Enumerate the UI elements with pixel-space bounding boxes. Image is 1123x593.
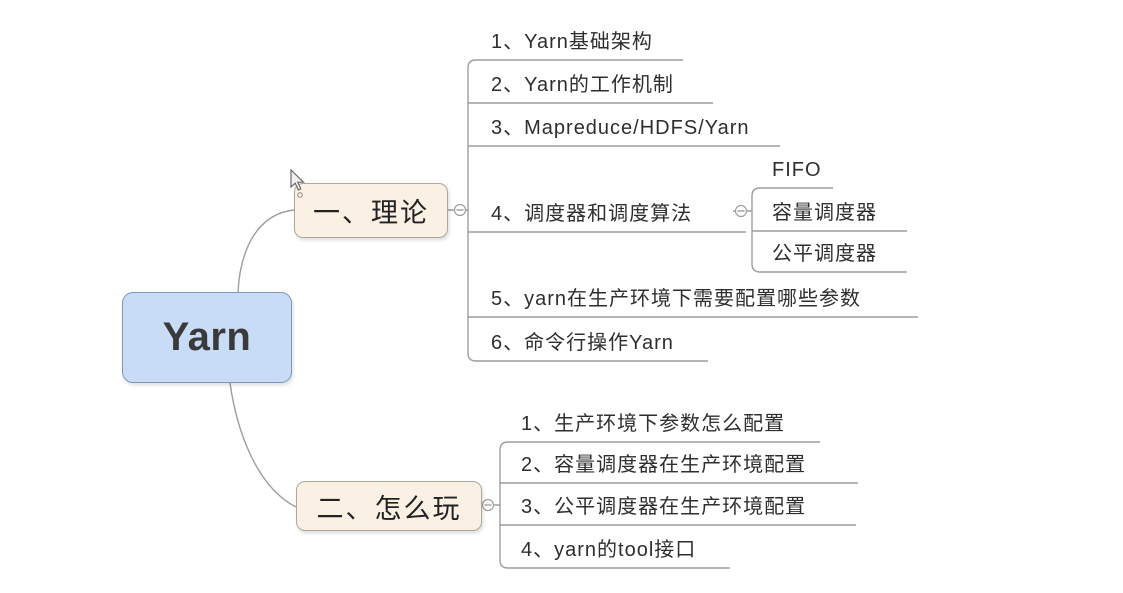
root-topic-label: Yarn — [162, 315, 252, 359]
topic-production-parameters[interactable]: 5、yarn在生产环境下需要配置哪些参数 — [491, 288, 862, 310]
topic-scheduler-and-algorithms[interactable]: 4、调度器和调度算法 — [491, 203, 693, 225]
topic-capacity-scheduler[interactable]: 容量调度器 — [772, 202, 877, 224]
subtree4-trunk — [751, 187, 907, 273]
topic-yarn-working-mechanism[interactable]: 2、Yarn的工作机制 — [491, 74, 674, 96]
branch-topic-theory[interactable]: 一、理论 — [294, 183, 448, 238]
topic-fifo[interactable]: FIFO — [772, 159, 822, 181]
branch1-label: 一、理论 — [313, 198, 429, 228]
collapse-button-item4[interactable] — [734, 204, 748, 218]
topic-capacity-scheduler-production[interactable]: 2、容量调度器在生产环境配置 — [521, 454, 807, 476]
collapse-button-branch2[interactable] — [481, 498, 495, 512]
topic-fair-scheduler-production[interactable]: 3、公平调度器在生产环境配置 — [521, 496, 807, 518]
collapse-button-branch1[interactable] — [453, 203, 467, 217]
branch2-label: 二、怎么玩 — [316, 493, 462, 524]
root-topic-yarn[interactable]: Yarn — [122, 292, 292, 383]
topic-mapreduce-hdfs-yarn[interactable]: 3、Mapreduce/HDFS/Yarn — [491, 117, 750, 139]
topic-fair-scheduler[interactable]: 公平调度器 — [772, 243, 877, 265]
mouse-cursor-icon — [290, 169, 305, 198]
topic-yarn-basic-architecture[interactable]: 1、Yarn基础架构 — [491, 31, 653, 53]
connector-root-branch1 — [237, 209, 295, 293]
topic-yarn-tool-interface[interactable]: 4、yarn的tool接口 — [521, 539, 697, 561]
connector-root-branch2 — [229, 382, 297, 508]
topic-command-line-yarn[interactable]: 6、命令行操作Yarn — [491, 332, 674, 354]
topic-production-param-config[interactable]: 1、生产环境下参数怎么配置 — [521, 413, 786, 435]
branch-topic-how-to-play[interactable]: 二、怎么玩 — [296, 481, 482, 531]
